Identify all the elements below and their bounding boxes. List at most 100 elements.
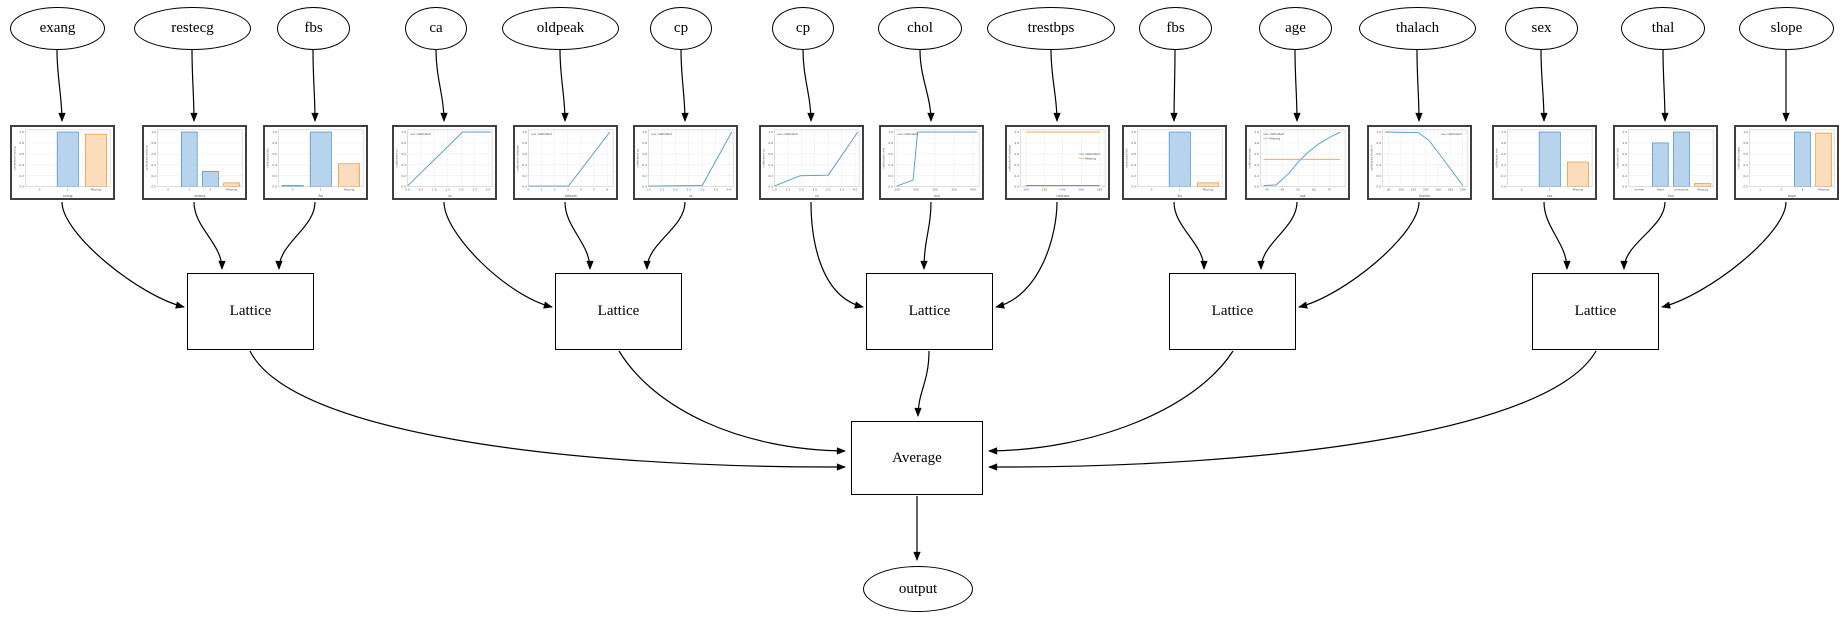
svg-text:calibrated: calibrated	[537, 132, 552, 136]
svg-text:0.2: 0.2	[19, 174, 24, 178]
svg-text:1.0: 1.0	[1131, 130, 1136, 134]
svg-text:0.4: 0.4	[1501, 163, 1506, 167]
svg-text:calibrated cp: calibrated cp	[635, 149, 639, 168]
svg-text:3.0: 3.0	[700, 187, 705, 191]
feature-node-fbs: fbs	[277, 7, 350, 50]
feature-label: sex	[1531, 20, 1552, 36]
svg-text:Missing: Missing	[226, 187, 237, 191]
svg-text:200: 200	[894, 187, 900, 191]
svg-text:Missing: Missing	[344, 187, 355, 191]
svg-text:calibrated: calibrated	[783, 132, 798, 136]
svg-text:cp: cp	[815, 194, 819, 198]
svg-text:2.0: 2.0	[673, 187, 678, 191]
svg-text:1.0: 1.0	[642, 130, 647, 134]
svg-text:5: 5	[593, 187, 595, 191]
svg-text:0.4: 0.4	[522, 163, 527, 167]
svg-text:160: 160	[1435, 187, 1441, 191]
svg-text:180: 180	[1097, 187, 1103, 191]
svg-text:0.2: 0.2	[642, 174, 647, 178]
svg-text:180: 180	[1448, 187, 1454, 191]
svg-text:0.6: 0.6	[1014, 152, 1019, 156]
feature-label: fbs	[1166, 20, 1185, 36]
svg-text:0.2: 0.2	[1622, 174, 1627, 178]
svg-text:0.0: 0.0	[1501, 185, 1506, 189]
svg-text:fixed: fixed	[1657, 187, 1664, 191]
svg-text:0.8: 0.8	[888, 141, 893, 145]
svg-text:1.0: 1.0	[1501, 130, 1506, 134]
svg-text:1.0: 1.0	[1743, 130, 1748, 134]
svg-text:0.2: 0.2	[151, 174, 156, 178]
svg-text:0: 0	[39, 187, 41, 191]
svg-text:calibrated: calibrated	[1085, 152, 1100, 156]
svg-text:1.0: 1.0	[772, 187, 777, 191]
svg-text:3.0: 3.0	[486, 187, 491, 191]
svg-text:3: 3	[1801, 187, 1803, 191]
svg-text:0: 0	[167, 187, 169, 191]
svg-text:calibrated trestbps: calibrated trestbps	[1007, 144, 1011, 171]
svg-text:1.0: 1.0	[768, 130, 773, 134]
svg-text:thal: thal	[1668, 194, 1674, 198]
svg-text:0.4: 0.4	[272, 163, 277, 167]
svg-text:2.5: 2.5	[686, 187, 691, 191]
svg-text:0.6: 0.6	[522, 152, 527, 156]
svg-text:200: 200	[1460, 187, 1466, 191]
lattice-label: Lattice	[1211, 303, 1254, 319]
feature-node-thal: thal	[1621, 7, 1705, 50]
svg-text:6: 6	[606, 187, 608, 191]
svg-text:Missing: Missing	[1573, 187, 1584, 191]
svg-text:2.0: 2.0	[459, 187, 464, 191]
svg-text:calibrated age: calibrated age	[1247, 148, 1251, 169]
svg-text:calibrated thalach: calibrated thalach	[1369, 145, 1373, 171]
lattice-node-3: Lattice	[866, 273, 993, 350]
svg-text:Missing: Missing	[1203, 187, 1214, 191]
feature-node-sex: sex	[1505, 7, 1578, 50]
svg-text:calibrated sex: calibrated sex	[1494, 148, 1498, 168]
svg-text:0.8: 0.8	[401, 141, 406, 145]
svg-text:0.4: 0.4	[888, 163, 893, 167]
svg-text:0.4: 0.4	[1743, 163, 1748, 167]
svg-text:0.0: 0.0	[405, 187, 410, 191]
feature-node-restecg: restecg	[134, 7, 251, 50]
svg-text:0.4: 0.4	[401, 163, 406, 167]
svg-text:1.0: 1.0	[432, 187, 437, 191]
svg-text:2: 2	[209, 187, 211, 191]
svg-text:0.8: 0.8	[1501, 141, 1506, 145]
svg-text:140: 140	[1060, 187, 1066, 191]
feature-node-fbs-2: fbs	[1139, 7, 1212, 50]
svg-text:80: 80	[1387, 187, 1391, 191]
svg-text:calibrated thal: calibrated thal	[1615, 148, 1619, 169]
svg-text:1: 1	[1759, 187, 1761, 191]
svg-text:50: 50	[1296, 187, 1300, 191]
svg-text:4: 4	[580, 187, 582, 191]
svg-text:0.6: 0.6	[1501, 152, 1506, 156]
svg-text:3.5: 3.5	[713, 187, 718, 191]
svg-text:0.4: 0.4	[642, 163, 647, 167]
svg-text:60: 60	[1312, 187, 1316, 191]
feature-label: oldpeak	[536, 20, 585, 36]
svg-text:0.4: 0.4	[1376, 163, 1381, 167]
svg-text:0.8: 0.8	[768, 141, 773, 145]
svg-text:reversible: reversible	[1674, 187, 1689, 191]
svg-text:0.0: 0.0	[1743, 185, 1748, 189]
svg-text:0.2: 0.2	[401, 174, 406, 178]
svg-text:1.0: 1.0	[401, 130, 406, 134]
feature-node-exang: exang	[10, 7, 105, 50]
svg-text:120: 120	[1042, 187, 1048, 191]
svg-text:exang: exang	[63, 194, 72, 198]
svg-text:0.6: 0.6	[1743, 152, 1748, 156]
svg-text:0.8: 0.8	[1622, 141, 1627, 145]
feature-node-chol: chol	[878, 7, 962, 50]
svg-text:160: 160	[1078, 187, 1084, 191]
